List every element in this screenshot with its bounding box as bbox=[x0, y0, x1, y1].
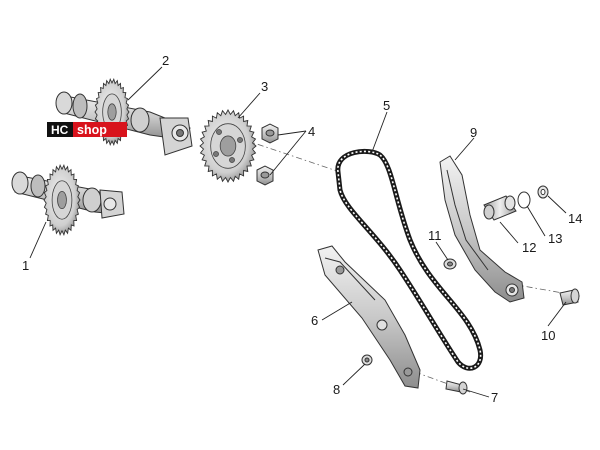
sprocket-hole bbox=[213, 151, 219, 157]
callout-10: 10 bbox=[541, 328, 555, 343]
sprocket-hole bbox=[237, 137, 243, 143]
guide-washer bbox=[361, 354, 373, 366]
nuts bbox=[256, 123, 279, 186]
lower-cam-gear bbox=[43, 163, 81, 237]
hcshop-logo: HC shop bbox=[47, 122, 127, 137]
sprocket-hole bbox=[216, 129, 222, 135]
timing-chain bbox=[335, 148, 484, 371]
callout-1: 1 bbox=[22, 258, 29, 273]
callout-5: 5 bbox=[383, 98, 390, 113]
pivot-bolt bbox=[559, 288, 580, 306]
callout-6: 6 bbox=[311, 313, 318, 328]
upper-camshaft bbox=[55, 77, 193, 156]
sprocket bbox=[199, 109, 257, 183]
callout-12: 12 bbox=[522, 240, 536, 255]
callout-3: 3 bbox=[261, 79, 268, 94]
washer bbox=[443, 258, 457, 270]
callout-labels: 1 2 3 4 5 6 7 8 9 10 11 12 13 14 bbox=[22, 53, 582, 405]
callout-7: 7 bbox=[491, 390, 498, 405]
callout-4: 4 bbox=[308, 124, 315, 139]
lower-camshaft bbox=[11, 163, 125, 237]
tensioner-guide bbox=[439, 155, 525, 303]
sprocket-gear bbox=[199, 109, 257, 183]
small-washer bbox=[537, 185, 549, 199]
callout-14: 14 bbox=[568, 211, 582, 226]
logo-prefix: HC bbox=[51, 123, 69, 137]
o-ring bbox=[517, 191, 531, 209]
callout-9: 9 bbox=[470, 125, 477, 140]
callout-13: 13 bbox=[548, 231, 562, 246]
leader-lines bbox=[29, 66, 567, 398]
callout-2: 2 bbox=[162, 53, 169, 68]
sprocket-hole bbox=[229, 157, 235, 163]
guide-bolt bbox=[445, 380, 468, 395]
chain-guide bbox=[317, 245, 421, 389]
logo-suffix: shop bbox=[77, 123, 107, 137]
callout-8: 8 bbox=[333, 382, 340, 397]
tensioner-plunger bbox=[483, 195, 517, 221]
callout-11: 11 bbox=[428, 228, 442, 243]
